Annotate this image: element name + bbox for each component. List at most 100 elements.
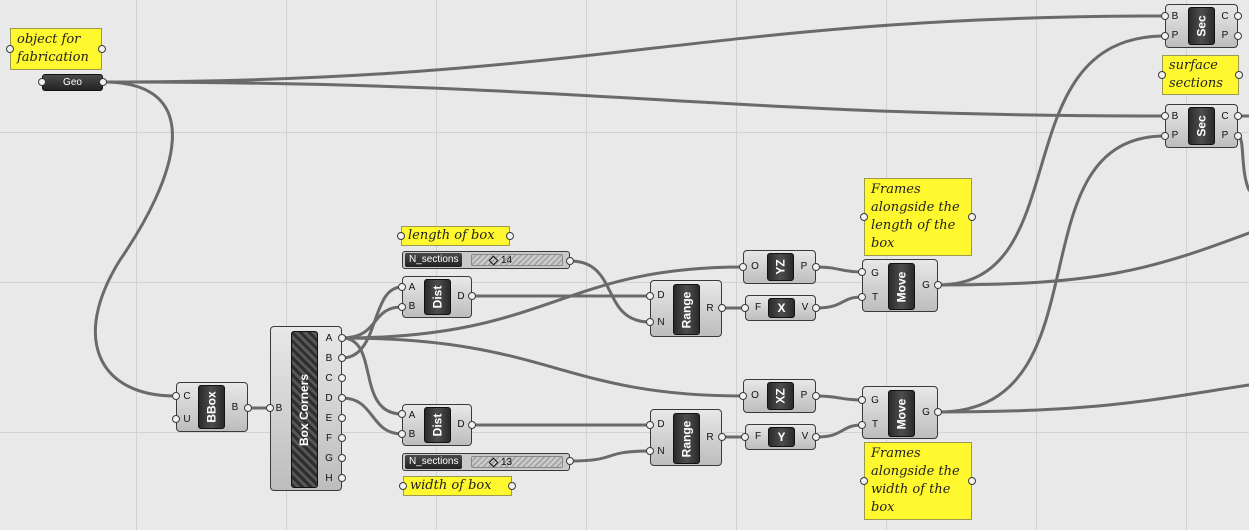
yz-input-o[interactable]: O bbox=[751, 261, 759, 272]
move-top-output-g[interactable]: G bbox=[922, 280, 930, 291]
xz-output-p[interactable]: P bbox=[800, 390, 808, 401]
box-corners-output-c[interactable]: C bbox=[325, 373, 333, 384]
box-corners-output-g[interactable]: G bbox=[325, 453, 333, 464]
range-bottom-core[interactable]: Range bbox=[673, 413, 700, 464]
range-bottom-pin-d[interactable] bbox=[646, 421, 654, 429]
xz-plane-component[interactable]: O XZ P bbox=[743, 379, 816, 413]
dist-bottom-input-b[interactable]: B bbox=[408, 429, 416, 440]
move-top-input-t[interactable]: T bbox=[871, 292, 879, 303]
range-top-pin-r[interactable] bbox=[718, 304, 726, 312]
sec-top-output-p[interactable]: P bbox=[1221, 30, 1229, 41]
range-bottom-component[interactable]: D N Range R bbox=[650, 409, 722, 466]
dist-top-input-b[interactable]: B bbox=[408, 301, 416, 312]
sec-top-pin-p-out[interactable] bbox=[1234, 32, 1242, 40]
frames-length-panel[interactable]: Frames alongside the length of the box bbox=[864, 178, 972, 256]
frames-width-panel[interactable]: Frames alongside the width of the box bbox=[864, 442, 972, 520]
length-panel-input-pin[interactable] bbox=[397, 232, 405, 240]
move-bottom-core[interactable]: Move bbox=[888, 390, 915, 437]
slider-grip-icon[interactable] bbox=[488, 255, 499, 265]
dist-top-component[interactable]: A B Dist D bbox=[402, 276, 472, 318]
range-bottom-output-r[interactable]: R bbox=[706, 432, 714, 443]
n-sections-length-output-pin[interactable] bbox=[566, 257, 574, 265]
yz-core[interactable]: YZ bbox=[767, 253, 794, 281]
box-corners-pin-c[interactable] bbox=[338, 374, 346, 382]
sec-top-pin-b[interactable] bbox=[1161, 12, 1169, 20]
box-corners-output-e[interactable]: E bbox=[325, 413, 333, 424]
box-corners-pin-e[interactable] bbox=[338, 414, 346, 422]
sec-bottom-input-p[interactable]: P bbox=[1171, 130, 1179, 141]
n-sections-length-slider[interactable]: N_sections 14 bbox=[402, 251, 570, 269]
yz-output-p[interactable]: P bbox=[800, 261, 808, 272]
box-corners-component[interactable]: B Box Corners A B C D E F G H bbox=[270, 326, 342, 491]
sec-bottom-input-b[interactable]: B bbox=[1171, 111, 1179, 122]
box-corners-pin-h[interactable] bbox=[338, 474, 346, 482]
xz-pin-p[interactable] bbox=[812, 392, 820, 400]
sec-top-pin-p-in[interactable] bbox=[1161, 32, 1169, 40]
sec-top-input-b[interactable]: B bbox=[1171, 11, 1179, 22]
box-corners-core[interactable]: Box Corners bbox=[291, 331, 318, 488]
n-sections-width-output-pin[interactable] bbox=[566, 457, 574, 465]
box-corners-output-b[interactable]: B bbox=[325, 353, 333, 364]
yz-plane-component[interactable]: O YZ P bbox=[743, 250, 816, 284]
length-of-box-panel[interactable]: length of box bbox=[401, 226, 510, 246]
y-pin-f[interactable] bbox=[741, 433, 749, 441]
bbox-core[interactable]: BBox bbox=[198, 385, 225, 429]
y-input-f[interactable]: F bbox=[754, 431, 762, 442]
sec-bottom-component[interactable]: B P Sec C P bbox=[1165, 104, 1238, 148]
frames-length-panel-output-pin[interactable] bbox=[968, 213, 976, 221]
range-top-core[interactable]: Range bbox=[673, 284, 700, 335]
fabrication-panel-input-pin[interactable] bbox=[6, 45, 14, 53]
move-top-input-g[interactable]: G bbox=[871, 268, 879, 279]
frames-length-panel-input-pin[interactable] bbox=[860, 213, 868, 221]
sec-bottom-pin-p-out[interactable] bbox=[1234, 132, 1242, 140]
range-top-pin-n[interactable] bbox=[646, 318, 654, 326]
move-bottom-pin-g-out[interactable] bbox=[934, 408, 942, 416]
dist-bottom-component[interactable]: A B Dist D bbox=[402, 404, 472, 446]
sec-bottom-pin-p-in[interactable] bbox=[1161, 132, 1169, 140]
sec-bottom-output-c[interactable]: C bbox=[1221, 111, 1229, 122]
n-sections-width-track[interactable]: 13 bbox=[471, 456, 563, 468]
yz-pin-p[interactable] bbox=[812, 263, 820, 271]
dist-top-input-a[interactable]: A bbox=[408, 282, 416, 293]
frames-width-panel-input-pin[interactable] bbox=[860, 477, 868, 485]
bbox-component[interactable]: C U BBox B bbox=[176, 382, 248, 432]
geo-output-pin[interactable] bbox=[99, 78, 107, 86]
y-vector-component[interactable]: F Y V bbox=[745, 424, 816, 450]
x-pin-f[interactable] bbox=[741, 304, 749, 312]
x-input-f[interactable]: F bbox=[754, 302, 762, 313]
y-core[interactable]: Y bbox=[768, 427, 795, 447]
xz-input-o[interactable]: O bbox=[751, 390, 759, 401]
dist-top-output-d[interactable]: D bbox=[457, 291, 465, 302]
box-corners-output-a[interactable]: A bbox=[325, 333, 333, 344]
y-pin-v[interactable] bbox=[812, 433, 820, 441]
sec-top-component[interactable]: B P Sec C P bbox=[1165, 4, 1238, 48]
move-top-pin-g-in[interactable] bbox=[858, 268, 866, 276]
move-top-pin-g-out[interactable] bbox=[934, 281, 942, 289]
fabrication-panel-output-pin[interactable] bbox=[98, 45, 106, 53]
bbox-pin-b[interactable] bbox=[244, 404, 252, 412]
move-top-component[interactable]: G T Move G bbox=[862, 259, 938, 312]
n-sections-width-slider[interactable]: N_sections 13 bbox=[402, 453, 570, 471]
sec-top-pin-c[interactable] bbox=[1234, 12, 1242, 20]
box-corners-pin-a[interactable] bbox=[338, 334, 346, 342]
fabrication-panel[interactable]: object for fabrication bbox=[10, 28, 102, 70]
box-corners-pin-in[interactable] bbox=[266, 404, 274, 412]
sec-bottom-output-p[interactable]: P bbox=[1221, 130, 1229, 141]
n-sections-length-track[interactable]: 14 bbox=[471, 254, 563, 266]
range-bottom-input-d[interactable]: D bbox=[657, 419, 665, 430]
box-corners-input-b[interactable]: B bbox=[275, 403, 283, 414]
sec-bottom-pin-b[interactable] bbox=[1161, 112, 1169, 120]
dist-bottom-pin-d[interactable] bbox=[468, 421, 476, 429]
bbox-pin-c[interactable] bbox=[172, 392, 180, 400]
range-top-input-n[interactable]: N bbox=[657, 317, 665, 328]
geo-parameter[interactable]: Geo bbox=[42, 74, 103, 91]
surface-sections-panel-output-pin[interactable] bbox=[1235, 71, 1243, 79]
xz-pin-o[interactable] bbox=[739, 392, 747, 400]
dist-top-pin-d[interactable] bbox=[468, 292, 476, 300]
surface-sections-panel-input-pin[interactable] bbox=[1158, 71, 1166, 79]
dist-bottom-output-d[interactable]: D bbox=[457, 419, 465, 430]
width-panel-input-pin[interactable] bbox=[399, 482, 407, 490]
sec-top-input-p[interactable]: P bbox=[1171, 30, 1179, 41]
box-corners-pin-f[interactable] bbox=[338, 434, 346, 442]
move-bottom-input-g[interactable]: G bbox=[871, 395, 879, 406]
